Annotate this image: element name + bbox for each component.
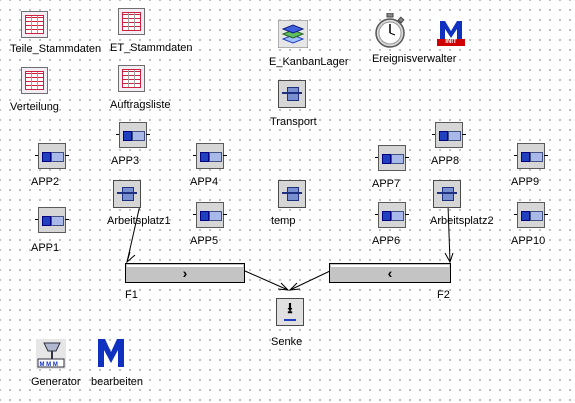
- app3-icon[interactable]: [116, 122, 150, 148]
- method-bearbeiten-icon[interactable]: [96, 337, 126, 369]
- f2-direction-icon: ‹: [387, 265, 393, 281]
- f1-direction-icon: ›: [182, 265, 188, 281]
- auftragsliste-label: Auftragsliste: [110, 99, 171, 111]
- arbeitsplatz1-icon[interactable]: [111, 180, 143, 210]
- transport-icon[interactable]: [276, 80, 308, 110]
- app2-label: APP2: [31, 176, 60, 188]
- app8-label: APP8: [431, 155, 460, 167]
- et-stammdaten-icon[interactable]: [118, 8, 145, 35]
- connector-f2-senke: [289, 270, 331, 291]
- app7-label: APP7: [372, 178, 401, 190]
- app1-icon[interactable]: [35, 207, 69, 233]
- app8-icon[interactable]: [432, 122, 466, 148]
- f2-label: F2: [437, 289, 450, 301]
- temp-icon[interactable]: [276, 180, 308, 210]
- app3-label: APP3: [111, 155, 140, 167]
- down-arrow-icon: ⭳: [287, 300, 293, 317]
- app4-icon[interactable]: [193, 143, 227, 169]
- app9-label: APP9: [511, 176, 540, 188]
- method-m-icon[interactable]: INIT: [437, 18, 465, 46]
- auftragsliste-icon[interactable]: [118, 65, 145, 92]
- connector-arbeitsplatz1-f1: [126, 204, 141, 263]
- app5-icon[interactable]: [193, 202, 227, 228]
- generator-icon[interactable]: M M M: [36, 339, 66, 369]
- bearbeiten-label: bearbeiten: [91, 376, 143, 388]
- connector-f1-senke: [244, 270, 289, 291]
- connector-arbeitsplatz2-f2: [447, 204, 451, 263]
- transport-label: Transport: [270, 116, 317, 128]
- app6-icon[interactable]: [375, 202, 409, 228]
- verteilung-icon[interactable]: [21, 67, 48, 94]
- app4-label: APP4: [190, 176, 219, 188]
- teile-stammdaten-label: Teile_Stammdaten: [10, 43, 102, 55]
- arbeitsplatz1-label: Arbeitsplatz1: [107, 215, 171, 227]
- senke-label: Senke: [271, 336, 303, 348]
- arbeitsplatz2-label: Arbeitsplatz2: [430, 215, 494, 227]
- app6-label: APP6: [372, 235, 401, 247]
- f2-conveyor[interactable]: ‹: [329, 263, 451, 283]
- temp-label: temp: [271, 215, 296, 227]
- app1-label: APP1: [31, 242, 60, 254]
- f1-conveyor[interactable]: ›: [125, 263, 245, 283]
- stacked-layers-icon[interactable]: [277, 19, 309, 49]
- f1-label: F1: [125, 289, 138, 301]
- app10-icon[interactable]: [514, 202, 548, 228]
- app5-label: APP5: [190, 235, 219, 247]
- senke-drain-icon[interactable]: ⭳: [276, 298, 304, 326]
- verteilung-label: Verteilung: [10, 101, 59, 113]
- et-stammdaten-label: ET_Stammdaten: [110, 42, 193, 54]
- svg-text:M M M: M M M: [40, 362, 58, 368]
- app9-icon[interactable]: [514, 143, 548, 169]
- arbeitsplatz2-icon[interactable]: [431, 180, 463, 210]
- app10-label: APP10: [511, 235, 546, 247]
- ereignisverwalter-label: Ereignisverwalter: [372, 53, 457, 65]
- init-label: INIT: [445, 39, 457, 45]
- generator-label: Generator: [31, 376, 81, 388]
- teile-stammdaten-icon[interactable]: [21, 11, 48, 38]
- stopwatch-icon[interactable]: [373, 12, 407, 49]
- e-kanbanlager-label: E_KanbanLager: [269, 56, 349, 68]
- app7-icon[interactable]: [375, 145, 409, 171]
- app2-icon[interactable]: [35, 143, 69, 169]
